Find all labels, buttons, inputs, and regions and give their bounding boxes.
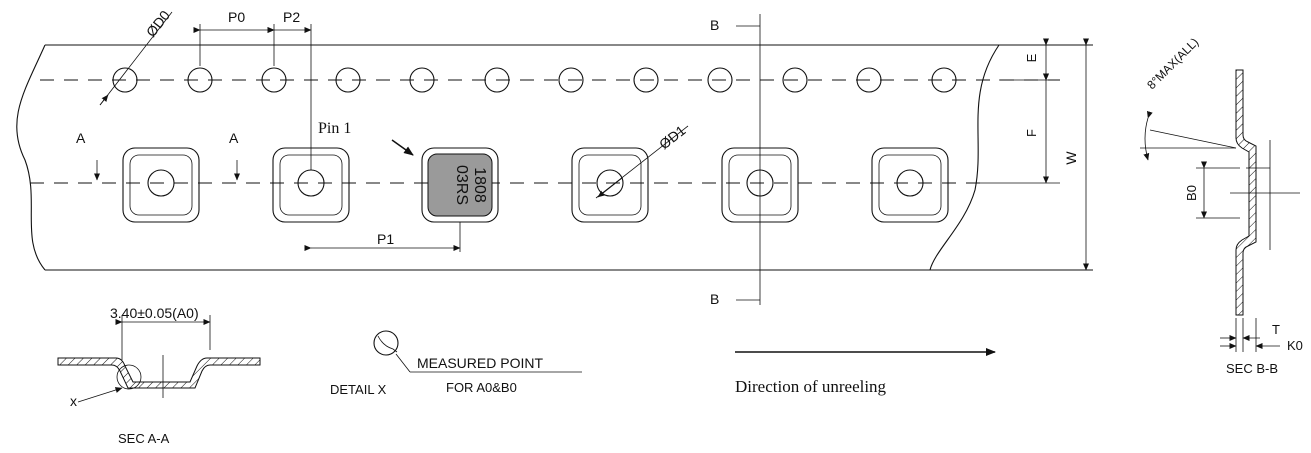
carrier-tape [16,44,1093,271]
for-a0b0-label: FOR A0&B0 [446,380,517,395]
sprocket-hole [112,67,138,93]
pin1-label: Pin 1 [318,120,351,137]
sprocket-hole [335,67,361,93]
a0-dim-label: 3.40±0.05(A0) [110,305,199,321]
sprocket-hole [484,67,510,93]
efw-dimensions [975,38,1089,271]
p2-label: P2 [283,9,300,25]
section-marks-aa [94,160,240,181]
d0-leader [99,11,173,106]
detail-x-label: DETAIL X [330,382,387,397]
sprocket-hole [782,67,808,93]
b-top-label: B [710,17,719,33]
sprocket-hole [558,67,584,93]
sprocket-hole [261,67,287,93]
pockets [122,147,949,223]
d1-label: ØD1 [656,122,689,152]
pin1-arrow [391,139,414,156]
sprocket-hole [856,67,882,93]
b0-label: B0 [1184,185,1199,201]
direction-label: Direction of unreeling [735,377,887,396]
pocket [122,147,200,223]
max-angle-label: 8°MAX(ALL) [1144,35,1201,92]
w-label: W [1063,151,1079,165]
sec-aa-label: SEC A-A [118,431,170,446]
a-left-label: A [76,130,86,146]
e-label: E [1024,53,1039,62]
p1-dimension [304,222,461,252]
sec-bb-view [1140,69,1300,352]
sprocket-hole [187,67,213,93]
b-bottom-label: B [710,291,719,307]
p1-label: P1 [377,231,394,247]
p0-label: P0 [228,9,245,25]
f-label: F [1024,129,1039,137]
d0-label: ØD0 [143,7,173,40]
t-label: T [1272,322,1280,337]
pocket [871,147,949,223]
sprocket-hole [707,67,733,93]
p0-p2-dimension [193,24,312,170]
sec-aa-view [57,315,261,403]
marking-line1: 1808 [471,167,488,203]
sec-bb-label: SEC B-B [1226,361,1278,376]
sprocket-hole [931,67,957,93]
section-line-bb [736,14,761,305]
marking-line2: 03RS [453,165,470,205]
x-label: x [70,393,77,409]
pocket [571,147,649,223]
sprocket-hole [633,67,659,93]
a-right-label: A [229,130,239,146]
sprocket-holes [112,67,957,93]
pocket-with-component [421,147,499,223]
detail-x-symbol [373,330,582,373]
measured-point-label: MEASURED POINT [417,355,543,371]
sprocket-hole [409,67,435,93]
k0-label: K0 [1287,338,1303,353]
